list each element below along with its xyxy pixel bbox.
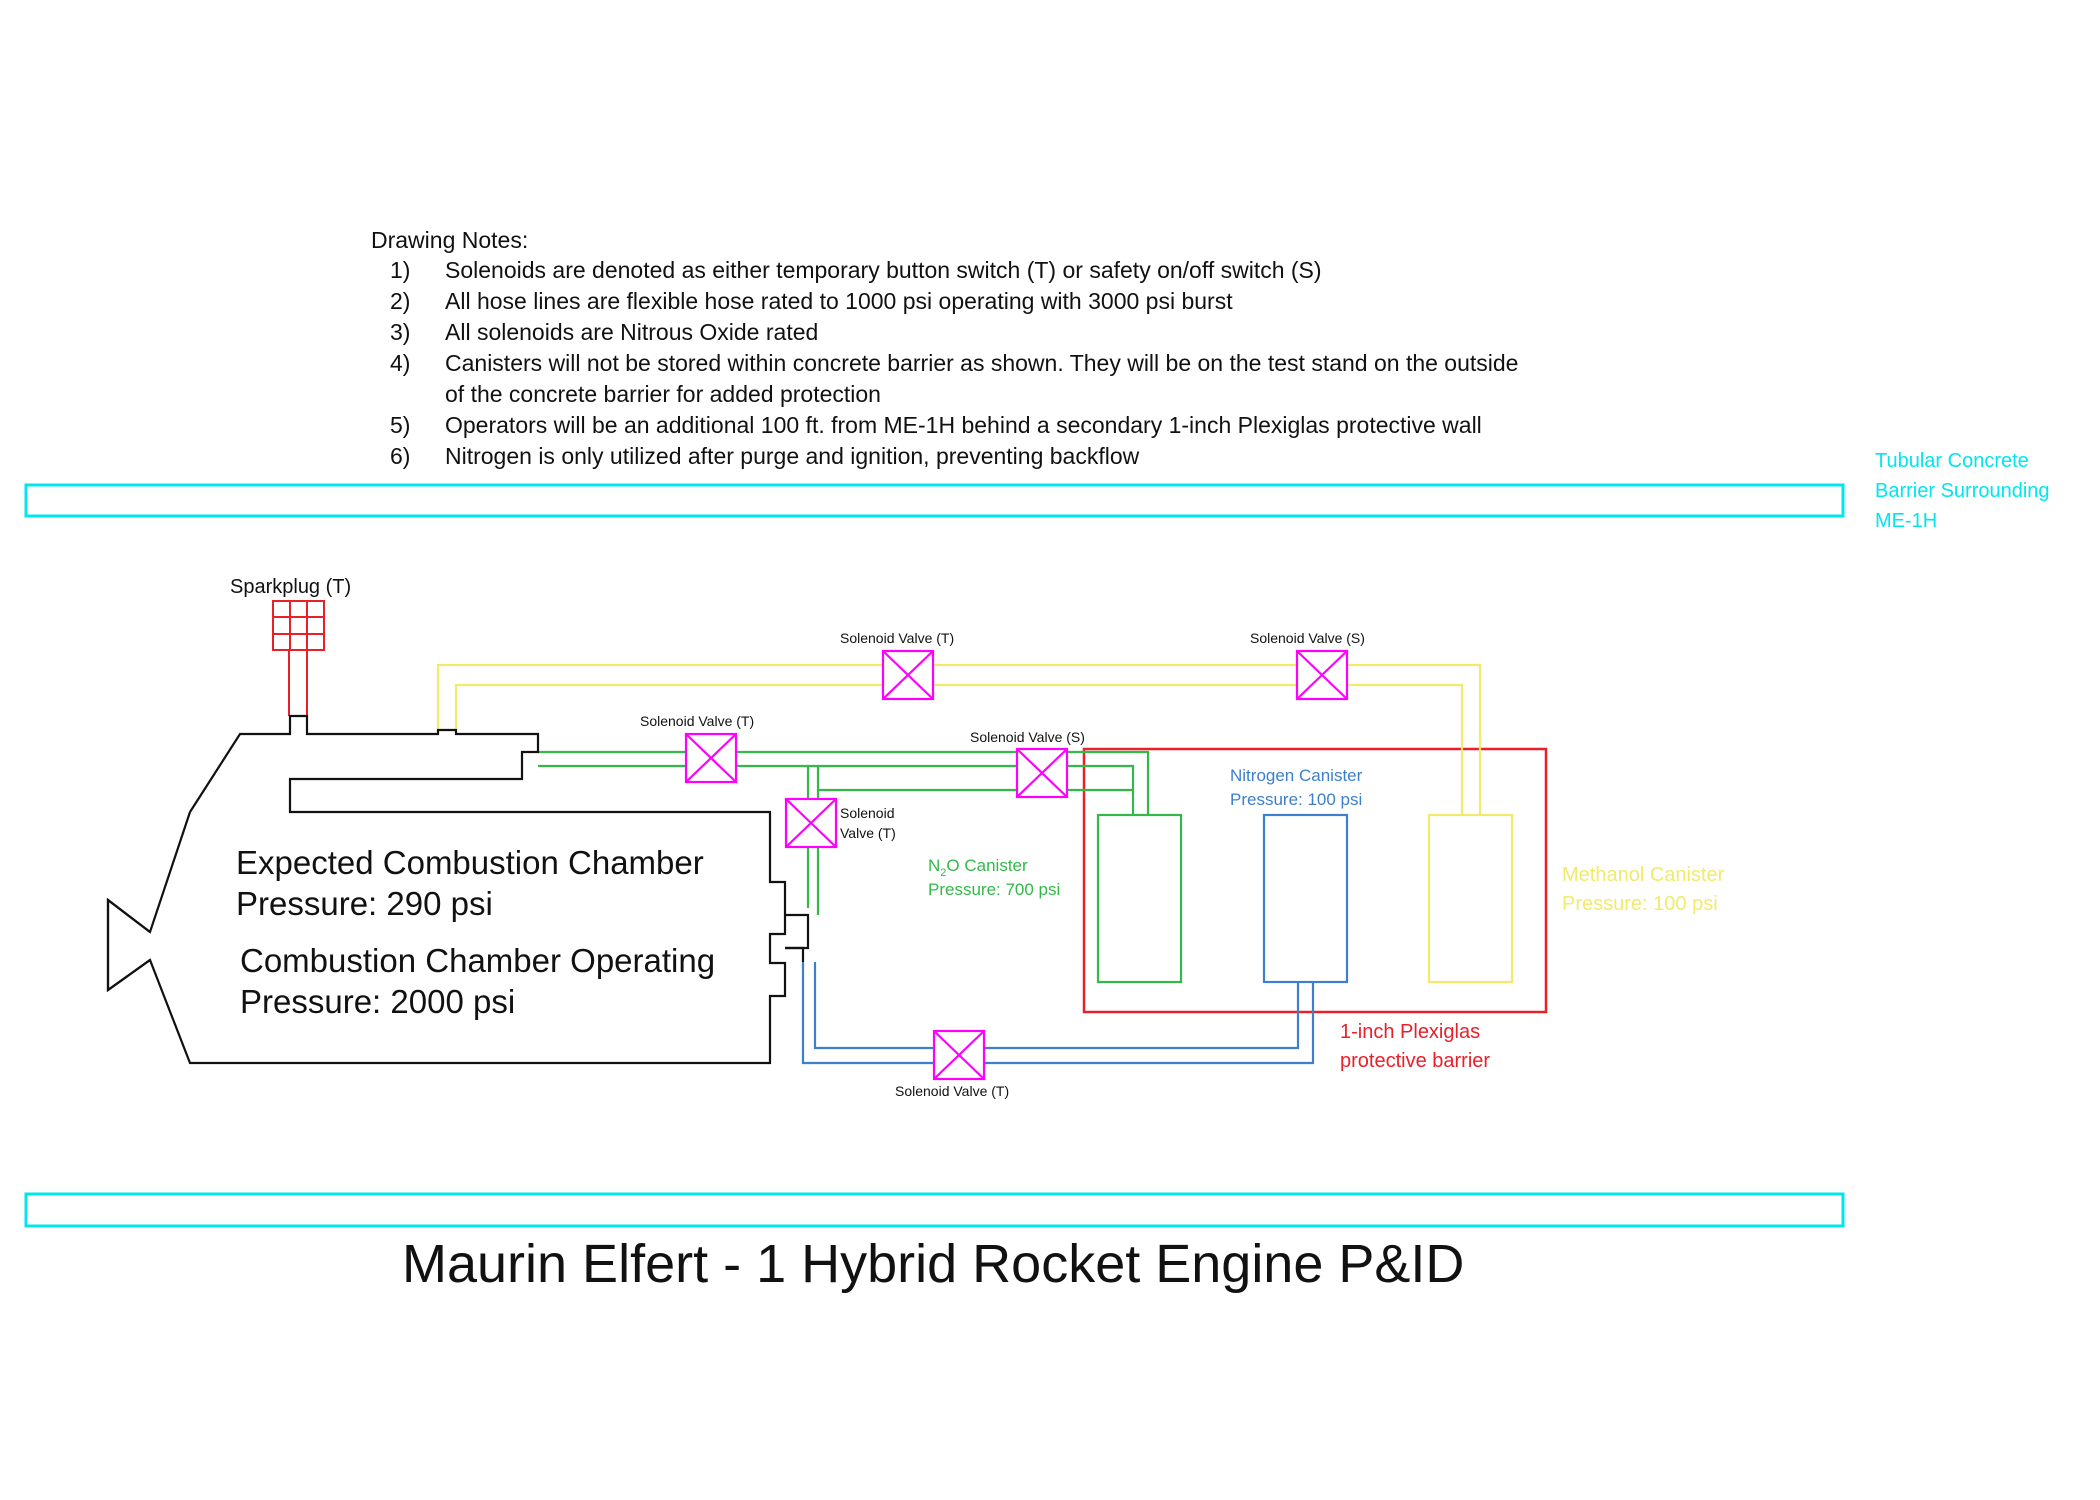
solenoid-valve-top-s (1295, 649, 1349, 701)
nitrogen-canister-label: Nitrogen Canister Pressure: 100 psi (1230, 766, 1363, 809)
drawing-title: Maurin Elfert - 1 Hybrid Rocket Engine P… (402, 1234, 1464, 1294)
methanol-canister (1427, 813, 1514, 984)
note-4-text: Canisters will not be stored within conc… (445, 350, 1518, 376)
nitrogen-canister (1262, 813, 1349, 984)
valve-labels: Solenoid Valve (T) Solenoid Valve (S) So… (640, 630, 1365, 1099)
solenoid-valve-bottom-t (932, 1029, 986, 1081)
note-5-number: 5) (390, 412, 410, 438)
barrier-label-line-3: ME-1H (1875, 510, 1937, 532)
concrete-barrier-top (24, 483, 1845, 518)
n2o-label-line-1: N2O Canister (928, 856, 1028, 879)
solenoid-valve-green-s (1015, 747, 1069, 799)
n2o-label-subscript: 2 (940, 867, 946, 879)
methanol-label-line-1: Methanol Canister (1562, 864, 1725, 886)
methanol-label-line-2: Pressure: 100 psi (1562, 893, 1718, 915)
note-1-text: Solenoids are denoted as either temporar… (445, 257, 1322, 283)
expected-pressure-line-1: Expected Combustion Chamber (236, 844, 704, 881)
note-3-number: 3) (390, 319, 410, 345)
solenoid-valve-top-t (881, 649, 935, 701)
note-5-text: Operators will be an additional 100 ft. … (445, 412, 1482, 438)
note-4-number: 4) (390, 350, 410, 376)
valve-label-green-s: Solenoid Valve (S) (970, 729, 1085, 745)
concrete-barrier-bottom (24, 1192, 1845, 1228)
expected-pressure-line-2: Pressure: 290 psi (236, 885, 493, 922)
barrier-label-line-1: Tubular Concrete (1875, 450, 2029, 472)
solenoid-valve-vertical-t (784, 797, 838, 849)
note-3-text: All solenoids are Nitrous Oxide rated (445, 319, 818, 345)
chamber-labels: Expected Combustion Chamber Pressure: 29… (236, 844, 715, 1020)
engine-body (106, 714, 810, 1065)
nitrogen-label-line-2: Pressure: 100 psi (1230, 790, 1362, 809)
concrete-barrier-label: Tubular Concrete Barrier Surrounding ME-… (1875, 450, 2050, 532)
methanol-canister-label: Methanol Canister Pressure: 100 psi (1562, 864, 1725, 915)
operating-pressure-line-1: Combustion Chamber Operating (240, 942, 715, 979)
barrier-label-line-2: Barrier Surrounding (1875, 480, 2050, 502)
valve-label-top-t: Solenoid Valve (T) (840, 630, 954, 646)
n2o-canister-label: N2O Canister Pressure: 700 psi (928, 856, 1060, 899)
notes-heading: Drawing Notes: (371, 227, 528, 253)
note-2-number: 2) (390, 288, 410, 314)
nitrogen-label-line-1: Nitrogen Canister (1230, 766, 1363, 785)
plexiglas-label-line-2: protective barrier (1340, 1050, 1490, 1072)
n2o-label-suffix: O Canister (946, 856, 1028, 875)
plexiglas-barrier (1082, 747, 1548, 1014)
n2o-canister (1096, 813, 1183, 984)
note-1-number: 1) (390, 257, 410, 283)
operating-pressure-line-2: Pressure: 2000 psi (240, 983, 515, 1020)
note-2-text: All hose lines are flexible hose rated t… (445, 288, 1233, 314)
sparkplug-label: Sparkplug (T) (230, 576, 351, 598)
engine-nozzle (106, 897, 151, 993)
note-6-text: Nitrogen is only utilized after purge an… (445, 443, 1140, 469)
plexiglas-label-line-1: 1-inch Plexiglas (1340, 1021, 1480, 1043)
drawing-notes: Drawing Notes: 1) Solenoids are denoted … (371, 227, 1518, 469)
solenoid-valve-green-t (684, 732, 738, 784)
note-4-text-continued: of the concrete barrier for added protec… (445, 381, 881, 407)
nitrogen-line (801, 962, 1315, 1065)
valve-label-green-t: Solenoid Valve (T) (640, 713, 754, 729)
valve-label-vertical-line-2: Valve (T) (840, 825, 896, 841)
note-6-number: 6) (390, 443, 410, 469)
valve-label-top-s: Solenoid Valve (S) (1250, 630, 1365, 646)
valve-label-bottom-t: Solenoid Valve (T) (895, 1083, 1009, 1099)
n2o-label-line-2: Pressure: 700 psi (928, 880, 1060, 899)
valve-label-vertical-line-1: Solenoid (840, 805, 895, 821)
methanol-line (436, 663, 1482, 815)
plexiglas-label: 1-inch Plexiglas protective barrier (1340, 1021, 1490, 1072)
n2o-label-prefix: N (928, 856, 940, 875)
sparkplug (272, 600, 325, 716)
